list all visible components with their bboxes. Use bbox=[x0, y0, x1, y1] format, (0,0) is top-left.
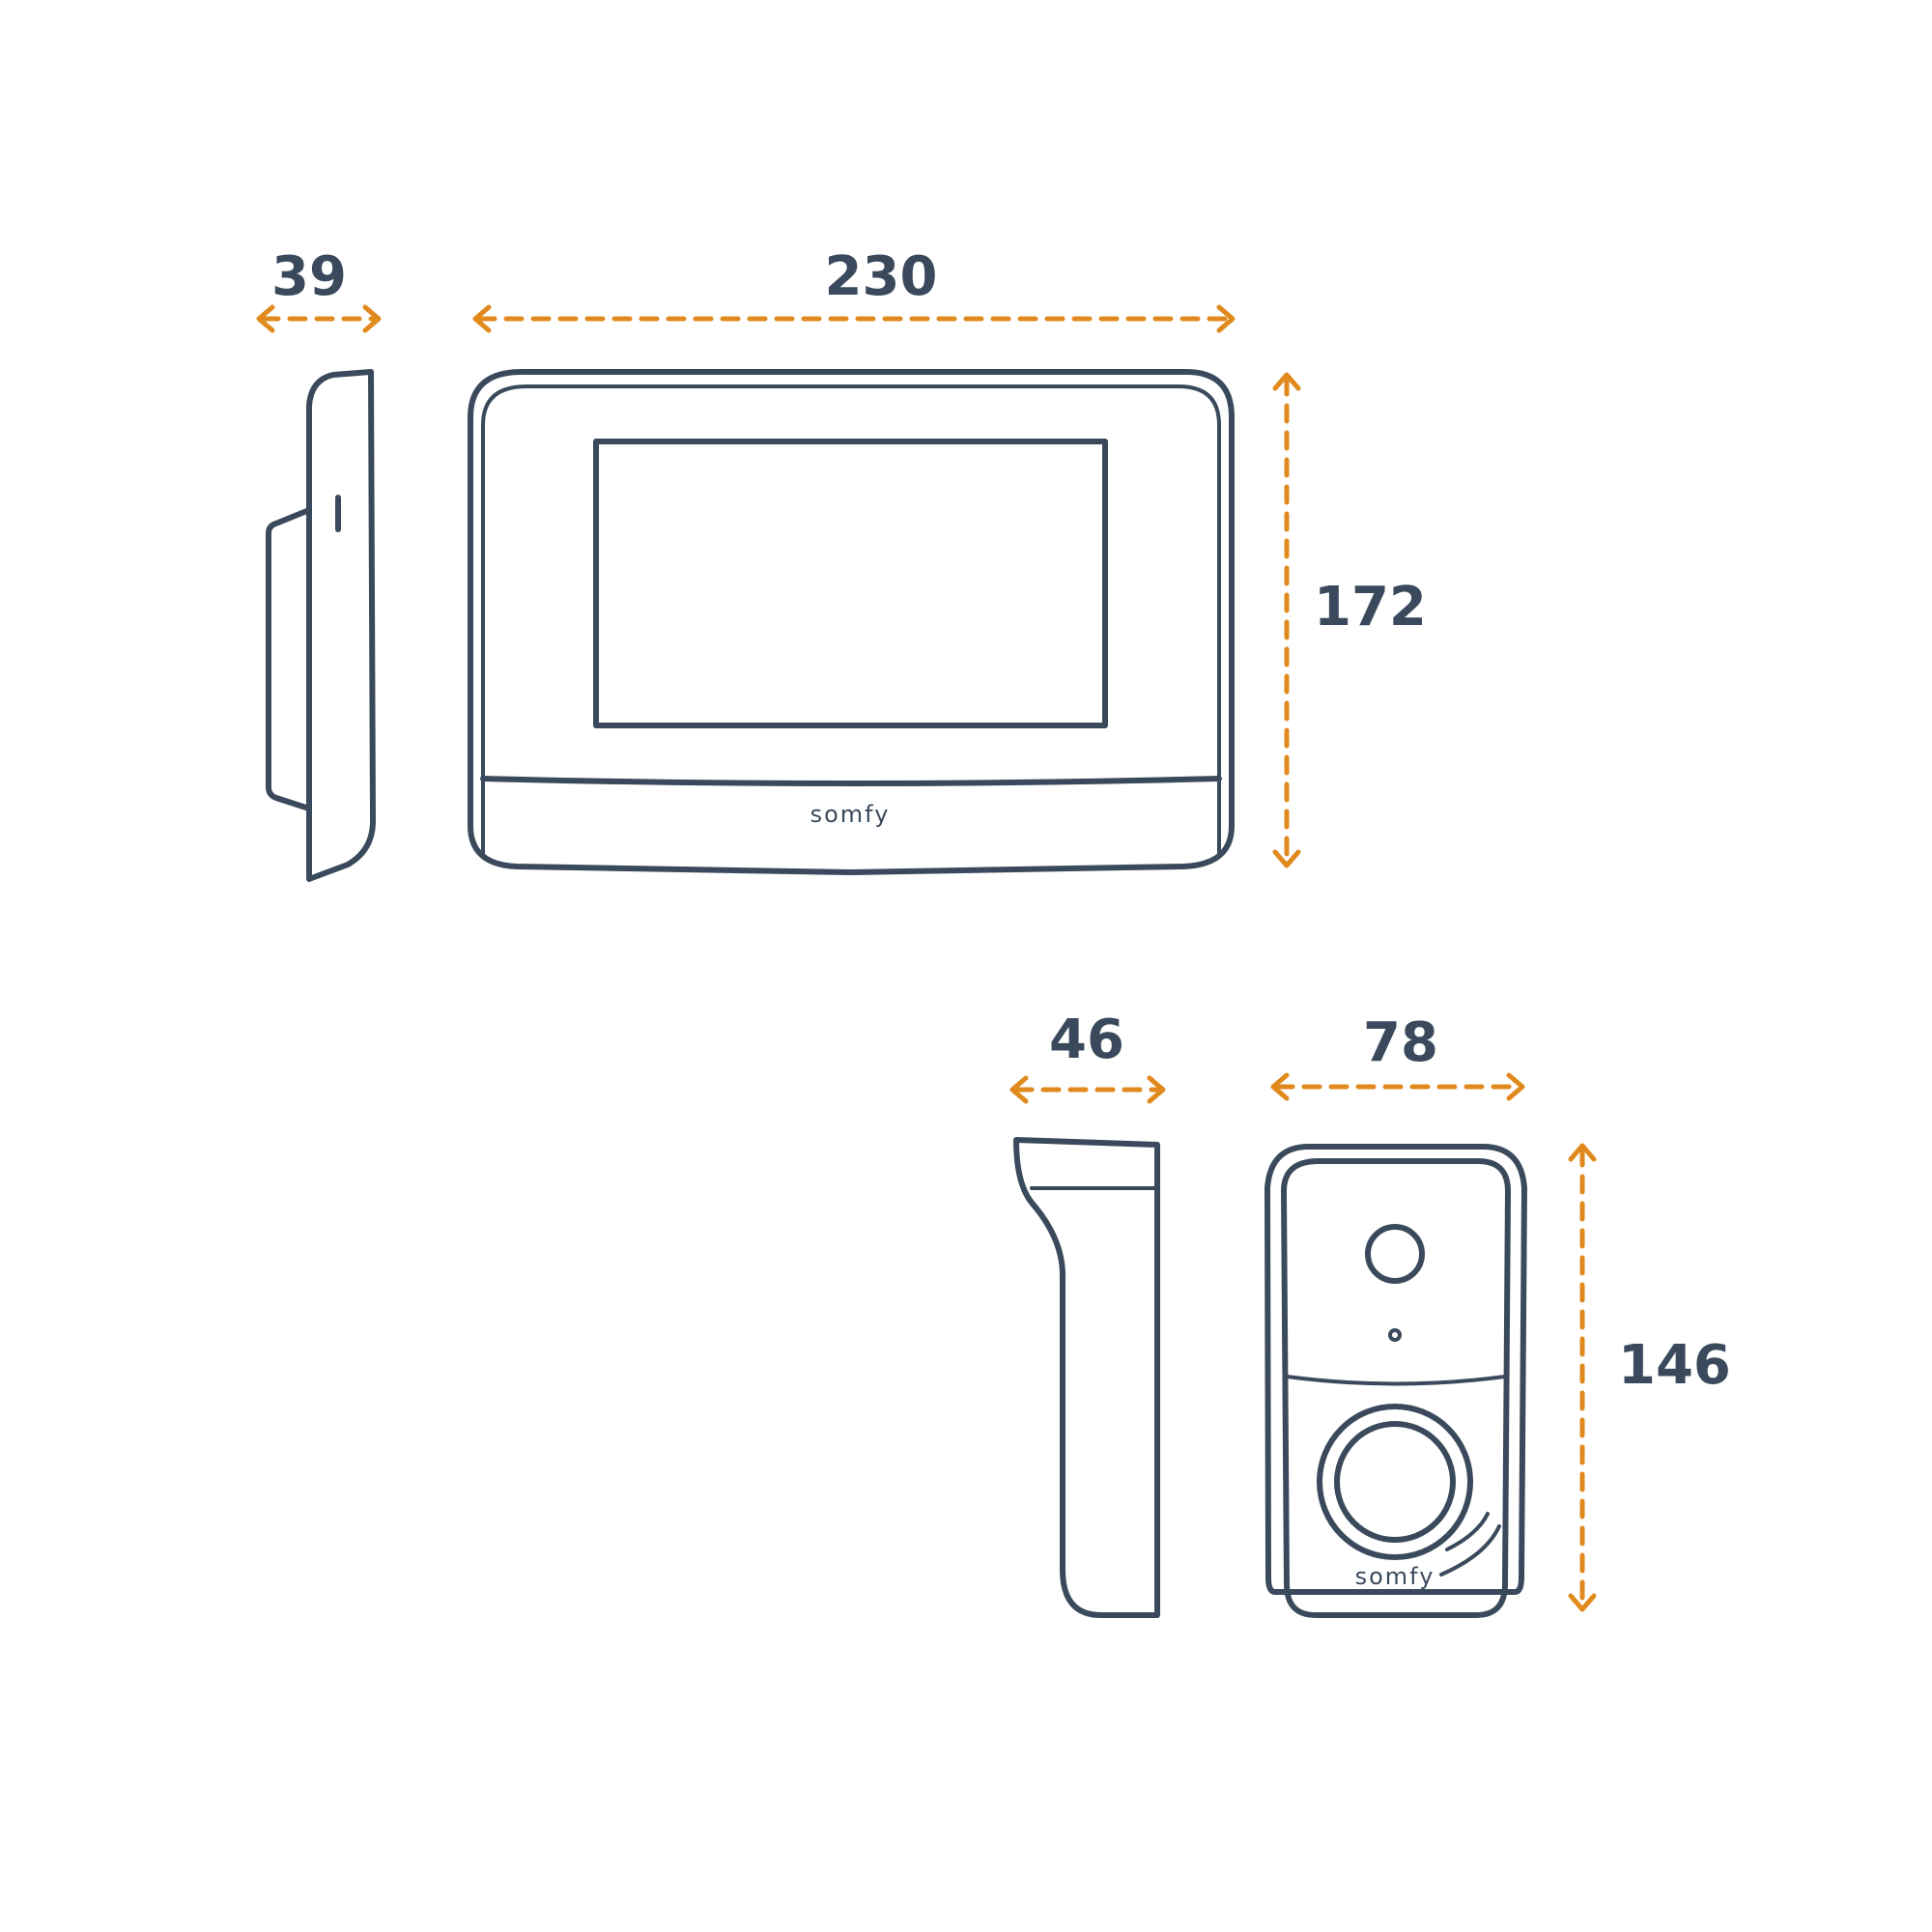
monitor-side-view bbox=[266, 369, 376, 882]
monitor-width-dimension: 230 bbox=[472, 245, 1236, 333]
doorbell-height-label: 146 bbox=[1618, 1334, 1731, 1397]
doorbell-sensor-dot bbox=[1388, 1328, 1402, 1342]
monitor-depth-dimension: 39 bbox=[256, 245, 382, 333]
doorbell-depth-label: 46 bbox=[1049, 1009, 1124, 1071]
monitor-width-label: 230 bbox=[825, 245, 938, 308]
doorbell-height-dimension: 146 bbox=[1568, 1143, 1731, 1612]
monitor-depth-label: 39 bbox=[271, 245, 347, 308]
doorbell-width-label: 78 bbox=[1363, 1011, 1438, 1074]
monitor-height-dimension: 172 bbox=[1272, 372, 1427, 868]
doorbell-depth-dimension: 46 bbox=[1009, 1009, 1166, 1104]
monitor-screen bbox=[593, 439, 1108, 728]
doorbell-side-view bbox=[1013, 1137, 1160, 1618]
doorbell-call-button bbox=[1334, 1421, 1456, 1543]
doorbell-width-dimension: 78 bbox=[1270, 1011, 1525, 1101]
doorbell-brand-logo: somfy bbox=[1355, 1563, 1435, 1590]
doorbell-camera-lens bbox=[1365, 1224, 1425, 1284]
sound-wave-icon bbox=[1445, 1512, 1490, 1551]
monitor-front-view: somfy bbox=[468, 369, 1235, 875]
monitor-height-label: 172 bbox=[1314, 576, 1427, 639]
doorbell-front-view: somfy bbox=[1264, 1144, 1527, 1618]
doorbell-call-button-ring bbox=[1317, 1404, 1473, 1560]
monitor-brand-logo: somfy bbox=[810, 801, 891, 828]
